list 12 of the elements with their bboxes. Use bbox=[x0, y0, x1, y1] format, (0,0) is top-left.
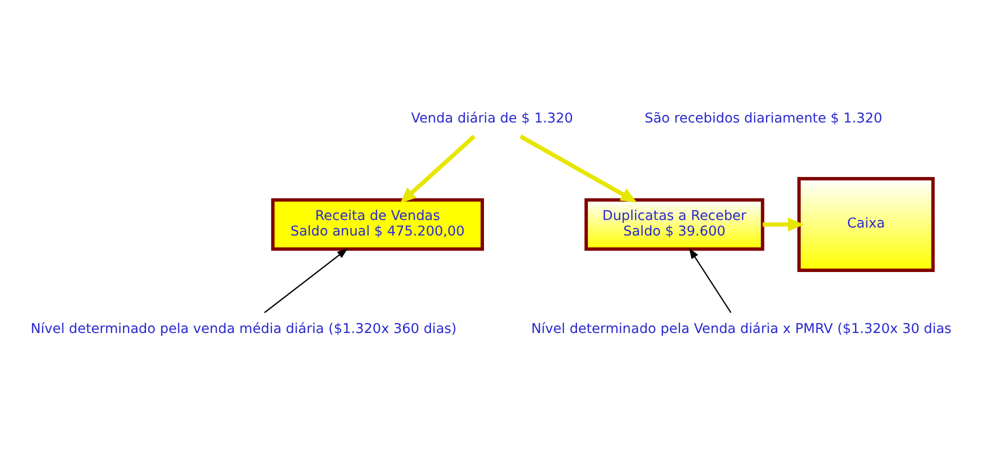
arrow bbox=[400, 134, 476, 204]
arrow bbox=[688, 248, 732, 313]
arrow bbox=[264, 248, 348, 314]
node-text: Nível determinado pela venda média diária ($1.320x 360 dias) bbox=[30, 320, 457, 337]
label: São recebidos diariamente $ 1.320 bbox=[644, 110, 882, 127]
node-text: Nível determinado pela Venda diária x PMRV ($1.320x 30 dias bbox=[531, 320, 952, 337]
arrow bbox=[520, 134, 637, 202]
node-box: Duplicatas a Receber Saldo $ 39.600 bbox=[584, 198, 764, 251]
node-box: Caixa bbox=[797, 177, 935, 272]
arrow bbox=[762, 218, 804, 232]
node-text: Venda diária de $ 1.320 bbox=[411, 110, 574, 127]
node-box: Receita de Vendas Saldo anual $ 475.200,00 bbox=[271, 198, 484, 251]
